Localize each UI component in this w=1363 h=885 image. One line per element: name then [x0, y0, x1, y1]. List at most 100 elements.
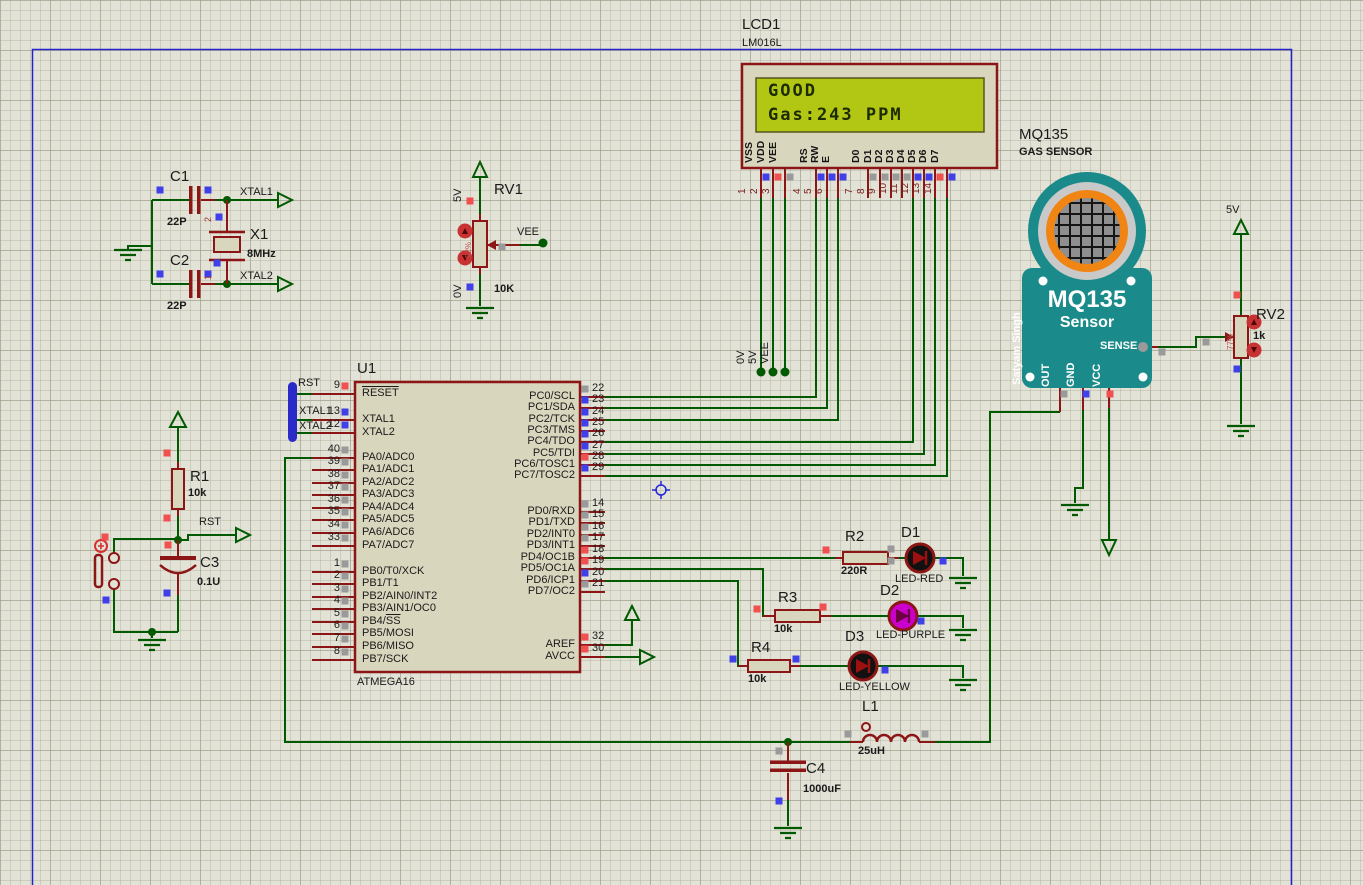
u1-left-pin-name: PB3/AIN1/OC0 — [362, 602, 436, 614]
wire-marker-square — [341, 446, 349, 454]
wire-marker-square — [914, 173, 922, 181]
u1-right-pin-number: 25 — [592, 416, 605, 428]
wire-marker-square — [581, 419, 589, 427]
c3-value-label: 0.1U — [197, 576, 221, 588]
power-terminal-rv2 — [1232, 217, 1250, 235]
u1-left-pin-name: PA2/ADC2 — [362, 476, 415, 488]
bus-segment[interactable] — [288, 382, 297, 442]
wire-marker-square — [102, 596, 110, 604]
wire-marker-square — [341, 635, 349, 643]
wire-marker-square — [581, 442, 589, 450]
c2-ref-label: C2 — [170, 252, 190, 269]
led-d1[interactable] — [904, 542, 936, 574]
led-d2[interactable] — [887, 600, 919, 632]
c3-plate-top — [160, 556, 196, 560]
rv1-pot[interactable] — [457, 220, 497, 268]
terminal-arrows[interactable] — [168, 159, 1250, 666]
rv2-percent-label: 77% — [1226, 333, 1235, 350]
u1-right-pin-number: 23 — [592, 393, 605, 405]
lcd-screen — [755, 77, 985, 133]
r4-body — [747, 659, 791, 673]
c1-plate — [197, 186, 201, 214]
wire-marker-square — [581, 534, 589, 542]
u1-left-pin-number: 7 — [333, 632, 340, 644]
resistors[interactable] — [747, 551, 889, 673]
u1-right-pin-name: PC6/TOSC1 — [514, 458, 575, 470]
u1-left-pin-number: 6 — [333, 619, 340, 631]
rv2-pot[interactable] — [1225, 314, 1262, 359]
u1-right-pin-name: PC0/SCL — [529, 390, 575, 402]
button-pin — [108, 578, 120, 590]
wire-marker-square — [917, 617, 925, 625]
wire-marker-square — [156, 270, 164, 278]
wire-marker-square — [163, 449, 171, 457]
wire-marker-square — [775, 747, 783, 755]
u1-left-pin-number: 9 — [333, 379, 340, 391]
u1-right-pin-number: 15 — [592, 508, 605, 520]
d3-ref-label: D3 — [845, 628, 865, 645]
lcd-module[interactable] — [740, 62, 999, 170]
l1-ref-label: L1 — [862, 698, 879, 715]
lcd-terminal-5v: 5V — [747, 350, 759, 364]
button-click-marker[interactable] — [94, 539, 108, 553]
rv2-wiper-arrow — [1225, 332, 1234, 342]
wire-nets[interactable] — [113, 176, 1242, 826]
lcd-pin-number: 6 — [814, 188, 825, 194]
wire-marker-square — [753, 605, 761, 613]
r1-ref-label: R1 — [190, 468, 210, 485]
wire-marker-square — [341, 508, 349, 516]
power-terminal-rv1 — [471, 159, 489, 178]
wire-marker-square — [792, 655, 800, 663]
sensor-brand-label: Satyam Singh — [1011, 312, 1023, 385]
r1-value-label: 10k — [188, 487, 207, 499]
u1-left-pin-name: PA7/ADC7 — [362, 539, 415, 551]
wire-marker-square — [341, 408, 349, 416]
u1-right-pin-number: 30 — [592, 642, 605, 654]
u1-right-pin-number: 27 — [592, 439, 605, 451]
wire-marker-square — [786, 173, 794, 181]
wire-marker-square — [581, 396, 589, 404]
wire-marker-square — [581, 546, 589, 554]
terminal-xtal1 — [277, 191, 295, 209]
u1-left-pin-name: PB4/SS — [362, 615, 401, 627]
power-terminal-r1 — [168, 409, 188, 428]
rv2-value-label: 1k — [1253, 330, 1266, 342]
lcd-display-line2: Gas:243 PPM — [768, 105, 903, 125]
wire-marker-square — [892, 173, 900, 181]
u1-right-pin-name: PD0/RXD — [527, 505, 575, 517]
led-d3[interactable] — [847, 650, 879, 682]
net-label-5v-rv2: 5V — [1226, 204, 1240, 216]
u1-right-pin-name: PD5/OC1A — [520, 562, 575, 574]
c2-plate — [189, 270, 193, 298]
u1-left-pin-name: XTAL2 — [362, 426, 395, 438]
wire-marker-square — [341, 560, 349, 568]
u1-right-pin-name: AVCC — [545, 650, 575, 662]
mq135-sensor[interactable] — [1022, 172, 1152, 388]
l1-inductor[interactable] — [861, 722, 921, 743]
u1-left-pin-name: PA4/ADC4 — [362, 501, 415, 513]
u1-right-pin-name: PD7/OC2 — [527, 585, 575, 597]
u1-left-pin-number: 2 — [333, 569, 340, 581]
x1-ref-label: X1 — [250, 226, 269, 243]
terminal-xtal2 — [277, 275, 295, 293]
u1-left-pin-name: PB7/SCK — [362, 653, 409, 665]
u1-right-pin-number: 29 — [592, 461, 605, 473]
lcd-display-line1: GOOD — [768, 81, 817, 101]
wire-marker-square — [204, 186, 212, 194]
mcu-body[interactable] — [353, 380, 582, 674]
wire-marker-square — [881, 666, 889, 674]
r4-value-label: 10k — [748, 673, 767, 685]
u1-left-pin-number: 12 — [327, 418, 340, 430]
wire-marker-square — [1082, 390, 1090, 398]
wire-marker-square — [581, 580, 589, 588]
u1-right-pin-number: 20 — [592, 566, 605, 578]
c4-capacitor[interactable] — [770, 760, 806, 773]
u1-left-pin-number: 8 — [333, 645, 340, 657]
wire-marker-square — [936, 173, 944, 181]
net-label-xtal2: XTAL2 — [299, 420, 332, 432]
crystal-circuit[interactable] — [189, 186, 245, 298]
wire-marker-square — [828, 173, 836, 181]
button-pin — [108, 552, 120, 564]
reset-circuit[interactable] — [93, 468, 197, 590]
u1-left-pin-name: PA1/ADC1 — [362, 463, 415, 475]
